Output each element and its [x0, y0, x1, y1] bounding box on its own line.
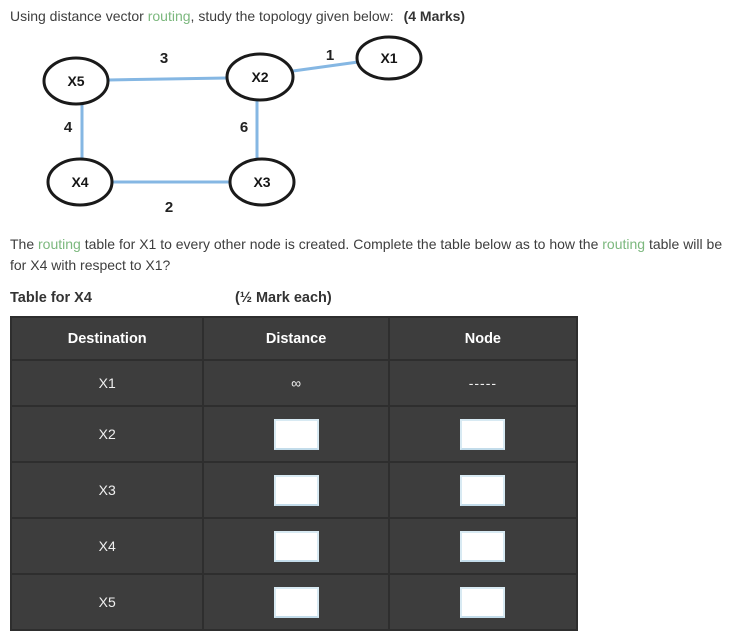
header-node: Node: [387, 316, 579, 361]
node-label-x2: X2: [251, 69, 268, 85]
table-row-x1: X1 ∞ -----: [9, 359, 579, 407]
table-row-x3: X3: [9, 461, 579, 519]
routing-glossary-link[interactable]: routing: [147, 8, 191, 24]
topology-node-labels: X5 X2 X1 X4 X3: [67, 50, 397, 190]
cell-node-x2: [387, 405, 579, 463]
question-p2: table for X1 to every other node is crea…: [80, 236, 603, 252]
distance-input-x4[interactable]: [273, 530, 319, 562]
edge-weight-x5-x4: 4: [64, 119, 73, 136]
table-title: Table for X4: [10, 290, 92, 306]
topology-nodes: [42, 35, 423, 207]
cell-distance-x1: ∞: [202, 359, 390, 407]
node-x2: [225, 52, 295, 102]
edge-weight-x4-x3: 2: [165, 199, 173, 216]
cell-node-x1: -----: [387, 359, 579, 407]
routing-glossary-link[interactable]: routing: [602, 236, 646, 252]
question-p3: table will be for X4 with respect to X1?: [10, 236, 723, 273]
cell-destination-x4: X4: [9, 517, 205, 575]
node-label-x4: X4: [71, 174, 88, 190]
topology-edge-weights: 3 1 4 6 2: [64, 47, 334, 216]
edge-x2-x1: [291, 60, 360, 73]
question-p1: The: [10, 236, 39, 252]
table-caption: Table for X4 (½ Mark each): [10, 290, 728, 306]
cell-distance-x2: [202, 405, 390, 463]
question-text: The routing table for X1 to every other …: [10, 234, 728, 276]
table-header-row: Destination Distance Node: [9, 316, 579, 361]
distance-input-x2[interactable]: [273, 418, 319, 450]
node-label-x1: X1: [380, 50, 397, 66]
intro-mid: , study the topology given below:: [190, 8, 398, 24]
cell-node-x5: [387, 573, 579, 631]
cell-distance-x3: [202, 461, 390, 519]
cell-distance-x5: [202, 573, 390, 631]
node-x1: [355, 35, 423, 81]
header-distance: Distance: [202, 316, 390, 361]
node-input-x5[interactable]: [460, 586, 506, 618]
cell-destination-x3: X3: [9, 461, 205, 519]
mark-each-label: (½ Mark each): [235, 290, 332, 306]
node-label-x3: X3: [253, 174, 270, 190]
cell-distance-x4: [202, 517, 390, 575]
cell-node-x4: [387, 517, 579, 575]
header-destination: Destination: [9, 316, 205, 361]
node-x3: [228, 157, 296, 207]
intro-text: Using distance vector routing, study the…: [10, 7, 728, 26]
node-input-x4[interactable]: [460, 530, 506, 562]
cell-node-x3: [387, 461, 579, 519]
routing-glossary-link[interactable]: routing: [38, 236, 81, 252]
node-input-x2[interactable]: [460, 418, 506, 450]
edge-weight-x5-x2: 3: [160, 50, 168, 67]
table-row-x2: X2: [9, 405, 579, 463]
intro-pre: Using distance vector: [10, 8, 148, 24]
topology-diagram: 3 1 4 6 2 X5 X2 X1 X4 X3: [42, 35, 423, 216]
table-row-x4: X4: [9, 517, 579, 575]
marks-label: (4 Marks): [403, 8, 466, 24]
node-input-x3[interactable]: [460, 474, 506, 506]
cell-destination-x1: X1: [9, 359, 205, 407]
cell-destination-x5: X5: [9, 573, 205, 631]
node-x5: [42, 56, 110, 106]
topology-edges: [80, 60, 360, 184]
distance-input-x5[interactable]: [273, 586, 319, 618]
edge-weight-x2-x1: 1: [326, 47, 334, 64]
node-label-x5: X5: [67, 73, 84, 89]
cell-destination-x2: X2: [9, 405, 205, 463]
edge-weight-x2-x3: 6: [240, 119, 248, 136]
node-x4: [46, 157, 114, 207]
edge-x5-x2: [106, 76, 229, 82]
routing-table: Destination Distance Node X1 ∞ ----- X2 …: [9, 316, 579, 631]
table-row-x5: X5: [9, 573, 579, 631]
distance-input-x3[interactable]: [273, 474, 319, 506]
